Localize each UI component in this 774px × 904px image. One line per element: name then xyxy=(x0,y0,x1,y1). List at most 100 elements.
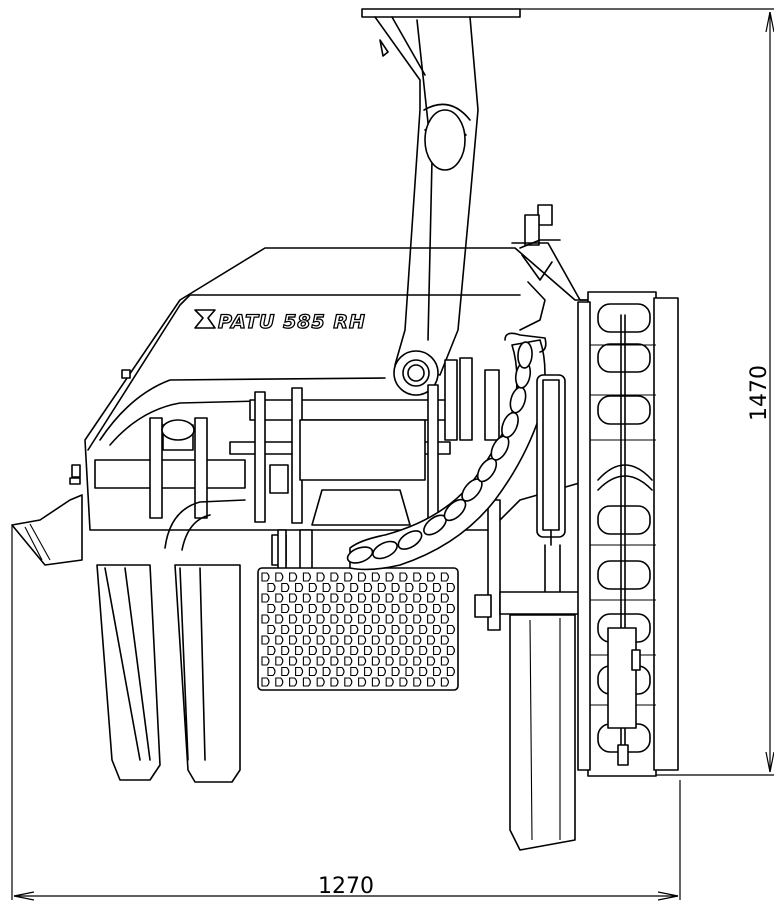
roller-stud xyxy=(385,635,394,645)
roller-stud xyxy=(275,593,284,603)
roller-stud xyxy=(433,624,442,635)
roller-stud xyxy=(440,656,449,666)
roller-stud xyxy=(281,645,290,656)
roller-stud xyxy=(308,603,317,614)
roller-stud xyxy=(371,572,380,582)
roller-stud xyxy=(322,603,331,614)
roller-stud xyxy=(399,677,408,687)
roller-stud xyxy=(413,614,422,624)
roller-stud xyxy=(440,593,449,603)
roller-stud xyxy=(289,572,298,582)
roller-stud xyxy=(344,677,353,687)
roller-stud xyxy=(275,656,284,666)
roller-stud xyxy=(371,677,380,687)
roller-stud xyxy=(330,593,339,603)
roller-stud xyxy=(440,677,449,687)
roller-stud xyxy=(289,635,298,645)
roller-stud xyxy=(350,624,359,635)
roller-stud xyxy=(350,645,359,656)
roller-stud xyxy=(336,645,345,656)
height-dimension-label: 1470 xyxy=(747,365,772,421)
roller-stud xyxy=(302,635,311,645)
roller-stud xyxy=(440,635,449,645)
roller-stud xyxy=(364,603,373,614)
roller-stud xyxy=(275,635,284,645)
roller-stud xyxy=(399,593,408,603)
roller-stud xyxy=(302,593,311,603)
roller-stud xyxy=(330,677,339,687)
roller-stud xyxy=(413,593,422,603)
roller-stud xyxy=(385,656,394,666)
roller-stud xyxy=(405,666,414,677)
roller-stud xyxy=(385,614,394,624)
roller-stud xyxy=(261,593,270,603)
wheel-slot xyxy=(597,343,651,373)
roller-stud xyxy=(427,593,436,603)
roller-stud xyxy=(399,635,408,645)
roller-stud xyxy=(358,677,367,687)
roller-stud xyxy=(385,677,394,687)
roller-stud xyxy=(399,572,408,582)
roller-stud xyxy=(446,603,455,614)
roller-stud xyxy=(433,582,442,593)
roller-stud xyxy=(399,614,408,624)
roller-stud xyxy=(405,603,414,614)
roller-stud xyxy=(261,656,270,666)
roller-stud xyxy=(344,635,353,645)
roller-stud xyxy=(371,614,380,624)
roller-stud xyxy=(261,572,270,582)
roller-stud xyxy=(308,624,317,635)
roller-stud xyxy=(446,582,455,593)
roller-stud xyxy=(344,614,353,624)
brand-text: PATU 585 RH xyxy=(218,311,366,333)
roller-stud xyxy=(371,593,380,603)
roller-stud xyxy=(275,572,284,582)
roller-stud xyxy=(261,677,270,687)
roller-stud xyxy=(377,603,386,614)
roller-stud xyxy=(440,614,449,624)
roller-stud xyxy=(427,614,436,624)
roller-stud xyxy=(391,582,400,593)
roller-stud xyxy=(289,656,298,666)
roller-stud xyxy=(295,624,304,635)
roller-stud xyxy=(413,635,422,645)
height-dimension: 1470 xyxy=(520,8,774,776)
roller-stud xyxy=(322,645,331,656)
roller-stud xyxy=(275,614,284,624)
roller-stud xyxy=(433,645,442,656)
feed-roller xyxy=(257,567,459,691)
roller-stud xyxy=(316,572,325,582)
width-dimension: 1270 xyxy=(11,525,681,901)
roller-stud xyxy=(358,635,367,645)
roller-stud xyxy=(281,666,290,677)
roller-stud xyxy=(371,635,380,645)
roller-stud xyxy=(391,603,400,614)
roller-stud xyxy=(405,645,414,656)
roller-stud xyxy=(377,582,386,593)
width-dimension-label: 1270 xyxy=(318,874,374,899)
roller-stud xyxy=(405,624,414,635)
roller-stud xyxy=(302,656,311,666)
roller-stud xyxy=(391,624,400,635)
roller-stud xyxy=(295,582,304,593)
roller-stud xyxy=(322,582,331,593)
roller-stud xyxy=(413,656,422,666)
roller-stud xyxy=(344,572,353,582)
roller-stud xyxy=(316,677,325,687)
roller-stud xyxy=(267,624,276,635)
roller-stud xyxy=(289,593,298,603)
roller-stud xyxy=(377,624,386,635)
roller-stud xyxy=(267,582,276,593)
roller-stud xyxy=(267,645,276,656)
roller-stud xyxy=(289,614,298,624)
roller-stud xyxy=(358,614,367,624)
roller-stud xyxy=(330,656,339,666)
roller-stud xyxy=(391,645,400,656)
wheel-slot xyxy=(597,560,651,590)
roller-stud xyxy=(302,677,311,687)
roller-stud xyxy=(377,666,386,677)
roller-stud xyxy=(433,603,442,614)
roller-stud xyxy=(289,677,298,687)
hose-band xyxy=(346,546,374,564)
